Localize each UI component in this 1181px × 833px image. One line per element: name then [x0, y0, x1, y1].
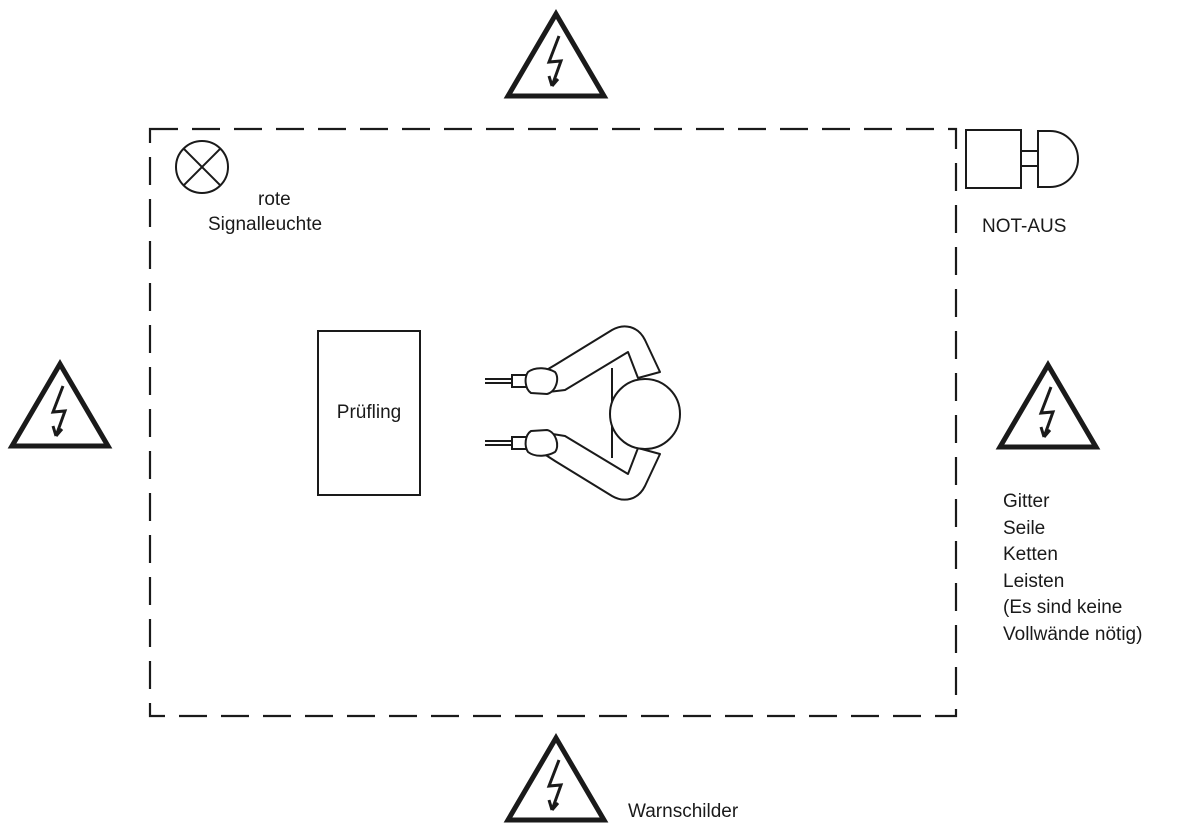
high-voltage-warning-icon — [12, 364, 108, 446]
device-under-test-label: Prüfling — [318, 400, 420, 425]
high-voltage-warning-icon — [508, 14, 604, 96]
emergency-stop-label: NOT-AUS — [982, 214, 1066, 239]
barrier-types-list: Gitter Seile Ketten Leisten (Es sind kei… — [1003, 489, 1142, 648]
barrier-type-item: (Es sind keine — [1003, 595, 1142, 622]
warning-signs-label: Warnschilder — [628, 799, 738, 824]
signal-lamp-label: rote Signalleuchte — [208, 187, 322, 237]
signal-lamp-label-line1: rote — [208, 187, 322, 212]
warning-sign-right — [1000, 365, 1096, 447]
signal-lamp-icon — [176, 141, 228, 193]
barrier-type-item: Ketten — [1003, 542, 1142, 569]
warning-sign-bottom — [508, 738, 604, 820]
high-voltage-warning-icon — [1000, 365, 1096, 447]
high-voltage-warning-icon — [508, 738, 604, 820]
signal-lamp-label-line2: Signalleuchte — [208, 212, 322, 237]
barrier-type-item: Vollwände nötig) — [1003, 622, 1142, 649]
warning-sign-top — [508, 14, 604, 96]
barrier-type-item: Seile — [1003, 516, 1142, 543]
barrier-type-item: Gitter — [1003, 489, 1142, 516]
barrier-type-item: Leisten — [1003, 569, 1142, 596]
emergency-stop-button-icon — [966, 130, 1078, 188]
person-top-view-icon — [526, 326, 680, 499]
warning-sign-left — [12, 364, 108, 446]
